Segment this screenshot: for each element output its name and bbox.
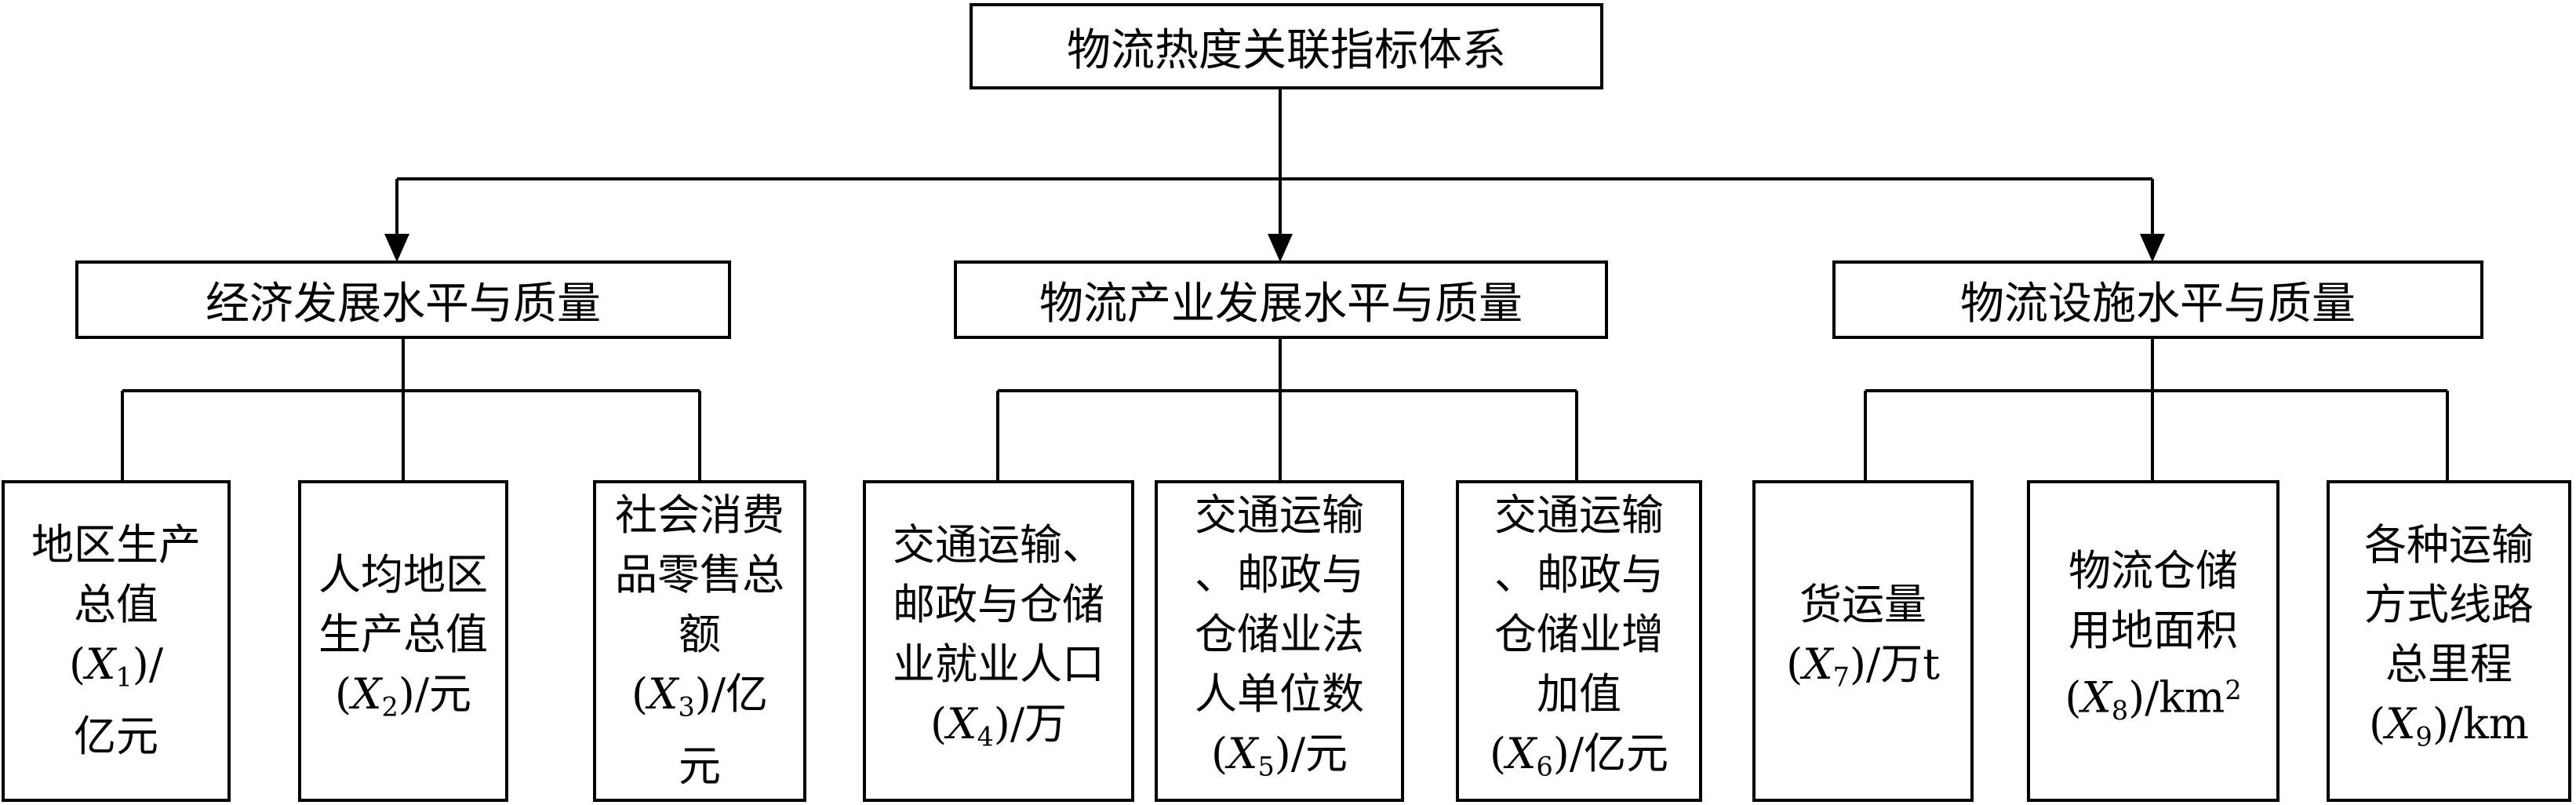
indicator-x2-line-1: 人均地区 xyxy=(318,549,488,599)
indicator-x3-line-3: 额 xyxy=(679,609,721,659)
indicator-x7-line-1: 货运量 xyxy=(1799,579,1927,629)
indicator-x2-line-2: 生产总值 xyxy=(318,609,488,659)
indicator-x5-line-5: (X5)/元 xyxy=(1210,728,1348,782)
indicator-x3-line-1: 社会消费 xyxy=(615,490,784,540)
category-economy: 经济发展水平与质量 xyxy=(75,260,731,339)
indicator-x6-line-2: 、邮政与 xyxy=(1494,549,1664,599)
category-economy-label: 经济发展水平与质量 xyxy=(206,278,601,330)
indicator-x1-line-4: 亿元 xyxy=(74,712,158,762)
indicator-x6: 交通运输 、邮政与 仓储业增 加值 (X6)/亿元 xyxy=(1456,480,1702,802)
indicator-x1-line-3: (X1)/ xyxy=(68,639,164,693)
indicator-x3-line-2: 品零售总 xyxy=(615,549,784,599)
indicator-x3: 社会消费 品零售总 额 (X3)/亿 元 xyxy=(593,480,806,802)
indicator-x4-line-1: 交通运输、 xyxy=(893,519,1104,570)
indicator-x6-line-5: (X6)/亿元 xyxy=(1489,728,1669,782)
indicator-x5-line-2: 、邮政与 xyxy=(1195,549,1364,599)
indicator-x4-line-2: 邮政与仓储 xyxy=(893,579,1104,629)
arrowhead-industry xyxy=(1268,234,1293,262)
indicator-x8-line-1: 物流仓储 xyxy=(2068,545,2238,596)
arrowhead-facility xyxy=(2140,234,2165,262)
indicator-x9-line-3: 总里程 xyxy=(2385,639,2512,689)
indicator-x4: 交通运输、 邮政与仓储 业就业人口 (X4)/万 xyxy=(863,480,1134,802)
category-industry: 物流产业发展水平与质量 xyxy=(954,260,1608,339)
arrowhead-economy xyxy=(384,234,409,262)
indicator-x5-line-1: 交通运输 xyxy=(1195,490,1364,540)
indicator-x2: 人均地区 生产总值 (X2)/元 xyxy=(298,480,508,802)
category-facility-label: 物流设施水平与质量 xyxy=(1960,278,2356,330)
indicator-x8-line-2: 用地面积 xyxy=(2068,605,2238,655)
indicator-x3-line-4: (X3)/亿 xyxy=(631,668,769,723)
indicator-x4-line-4: (X4)/万 xyxy=(930,698,1068,752)
indicator-x7: 货运量 (X7)/万t xyxy=(1752,480,1974,802)
root-title: 物流热度关联指标体系 xyxy=(1067,24,1506,76)
indicator-x6-line-4: 加值 xyxy=(1537,668,1621,719)
indicator-x5: 交通运输 、邮政与 仓储业法 人单位数 (X5)/元 xyxy=(1155,480,1404,802)
indicator-x1-line-1: 地区生产 xyxy=(31,519,201,570)
indicator-x6-line-3: 仓储业增 xyxy=(1494,609,1664,659)
indicator-x5-line-4: 人单位数 xyxy=(1195,668,1364,719)
category-industry-label: 物流产业发展水平与质量 xyxy=(1039,278,1523,330)
indicator-x1: 地区生产 总值 (X1)/ 亿元 xyxy=(2,480,231,802)
indicator-x3-line-5: 元 xyxy=(679,741,721,792)
indicator-x1-line-2: 总值 xyxy=(74,579,158,629)
indicator-x5-line-3: 仓储业法 xyxy=(1195,609,1364,659)
indicator-x9: 各种运输 方式线路 总里程 (X9)/km xyxy=(2327,480,2571,802)
indicator-x8: 物流仓储 用地面积 (X8)/km2 xyxy=(2027,480,2279,802)
root-node: 物流热度关联指标体系 xyxy=(970,3,1603,89)
indicator-x8-line-3: (X8)/km2 xyxy=(2065,672,2242,727)
indicator-x9-line-1: 各种运输 xyxy=(2364,519,2534,570)
indicator-x4-line-3: 业就业人口 xyxy=(893,639,1104,689)
indicator-x9-line-4: (X9)/km xyxy=(2368,698,2530,752)
indicator-x9-line-2: 方式线路 xyxy=(2364,579,2534,629)
indicator-x6-line-1: 交通运输 xyxy=(1494,490,1664,540)
indicator-x2-line-3: (X2)/元 xyxy=(334,668,472,723)
indicator-x7-line-2: (X7)/万t xyxy=(1786,639,1940,693)
category-facility: 物流设施水平与质量 xyxy=(1832,260,2483,339)
